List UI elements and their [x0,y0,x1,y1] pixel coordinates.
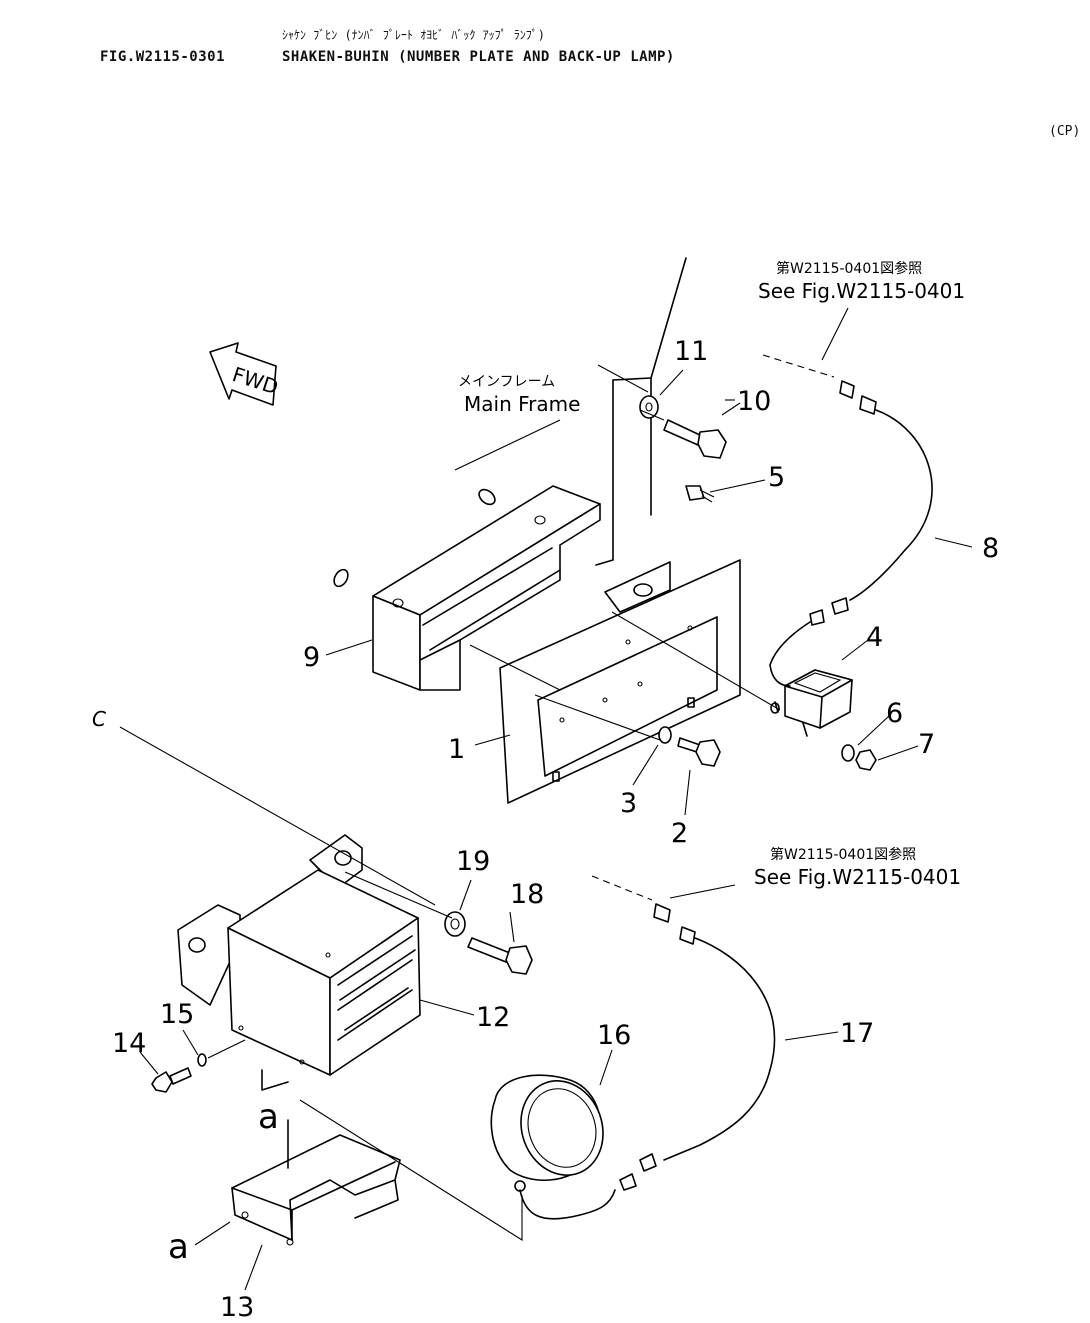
point-a-upper: a [258,1097,279,1137]
callout-19: 19 [456,846,490,877]
callout-17: 17 [840,1018,874,1049]
wire-harness-part-8 [762,354,933,687]
bolt-part-18 [467,937,533,975]
main-frame-label-jp: メインフレーム [458,374,555,390]
callout-1: 1 [448,734,465,765]
main-frame-label-en: Main Frame [464,392,580,416]
leader-lines [119,307,973,1291]
figure-number: FIG.W2115-0301 [100,49,226,65]
callout-14: 14 [112,1028,146,1059]
washer-part-6 [841,744,855,762]
callout-7: 7 [918,729,935,760]
callout-8: 8 [982,533,999,564]
back-up-lamp-part-16 [490,1074,657,1220]
callout-10: 10 [737,386,771,417]
lamp-housing-part-12 [177,834,421,1091]
callout-2: 2 [671,818,688,849]
main-frame: メインフレーム Main Frame [454,257,687,566]
title-japanese: ｼｬｹﾝ ﾌﾞﾋﾝ (ﾅﾝﾊﾞ ﾌﾟﾚｰﾄ ｵﾖﾋﾞ ﾊﾞｯｸ ｱｯﾌﾟ ﾗﾝﾌ… [282,28,546,42]
callout-13: 13 [220,1292,254,1323]
callout-18: 18 [510,879,544,910]
washer-part-15 [197,1053,207,1067]
nut-part-7 [855,749,877,771]
bolt-part-14 [151,1067,192,1093]
callout-9: 9 [303,642,320,673]
bolt-part-2 [677,737,721,767]
point-c-lower: C [92,707,106,731]
callout-16: 16 [597,1020,631,1051]
point-a-lower: a [168,1227,189,1267]
callout-3: 3 [620,788,637,819]
callout-6: 6 [886,698,903,729]
washer-part-11 [639,395,659,419]
reference-top-jp: 第W2115-0401図参照 [776,260,922,277]
callout-5: 5 [768,462,785,493]
model-code: (CP) [1049,124,1081,139]
bolt-part-5 [685,485,715,503]
lamp-part-4 [770,669,853,737]
reference-mid-jp: 第W2115-0401図参照 [770,846,916,863]
bracket-part-9 [333,485,601,691]
bracket-part-13 [231,1119,401,1246]
washer-part-19 [444,911,466,937]
reference-mid-en: See Fig.W2115-0401 [754,865,961,889]
figure-title: SHAKEN-BUHIN (NUMBER PLATE AND BACK-UP L… [282,49,675,65]
washer-part-3 [658,726,672,744]
callout-11: 11 [674,336,708,367]
wire-harness-part-17 [591,875,776,1161]
plate-part-1 [499,559,741,804]
bolt-part-10 [663,419,727,459]
fwd-arrow-icon: FWD [209,342,281,406]
callout-15: 15 [160,999,194,1030]
callout-4: 4 [866,622,883,653]
reference-top-en: See Fig.W2115-0401 [758,279,965,303]
callout-12: 12 [476,1002,510,1033]
